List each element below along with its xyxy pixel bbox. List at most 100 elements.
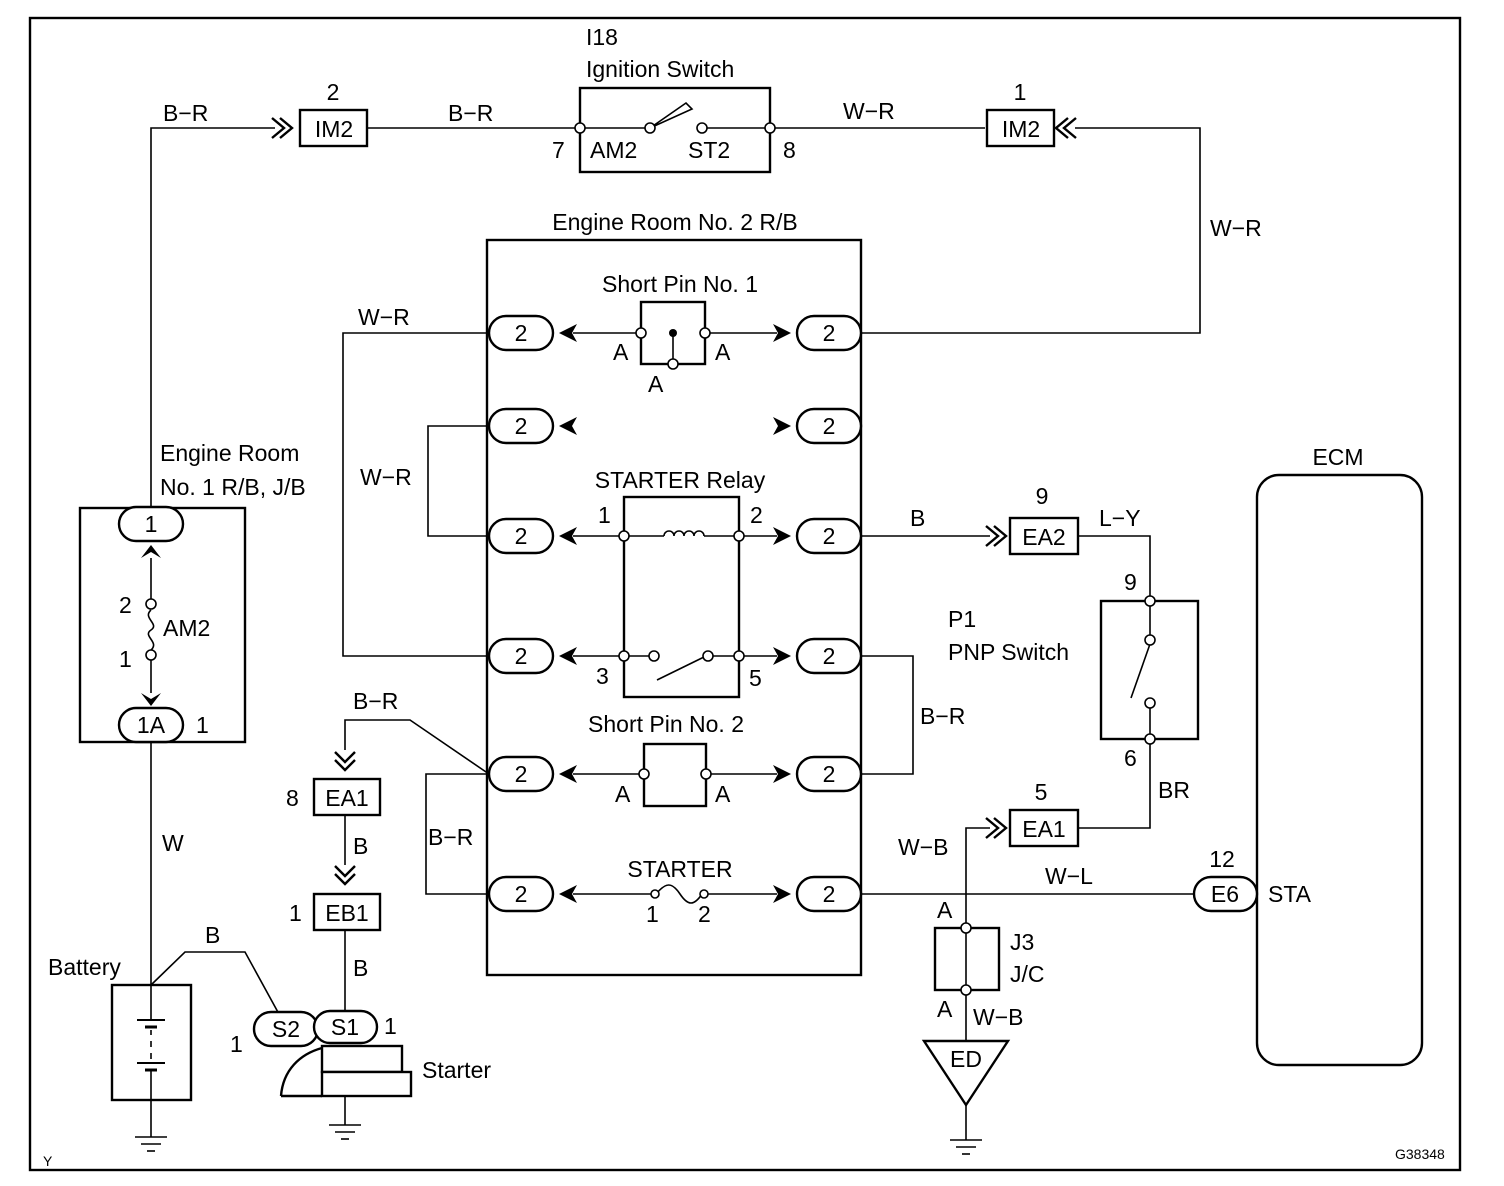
eb1-connector: EB1 1 bbox=[289, 865, 382, 932]
pnp-switch: P1 PNP Switch 9 6 bbox=[948, 569, 1200, 771]
starter-relay-pin2: 2 bbox=[750, 502, 763, 528]
rb2-conn-r5: 2 bbox=[823, 761, 836, 787]
rb1-pin-bottom: 1 bbox=[196, 712, 209, 738]
engine-room-2-title: Engine Room No. 2 R/B bbox=[552, 209, 797, 235]
im2-right-connector: IM2 1 bbox=[985, 79, 1077, 148]
corner-mark: Y bbox=[43, 1153, 53, 1169]
rb2-conn-r2: 2 bbox=[823, 413, 836, 439]
ignition-switch-name: Ignition Switch bbox=[586, 56, 734, 82]
short-pin-1: Short Pin No. 1 A A A bbox=[573, 271, 777, 397]
wire-label-ly: L−Y bbox=[1099, 505, 1141, 531]
figure-id: G38348 bbox=[1395, 1146, 1445, 1162]
short-pin-2: Short Pin No. 2 A A bbox=[573, 711, 777, 808]
rb1-fuse-pin-top: 2 bbox=[119, 592, 132, 618]
starter-fuse-pin2: 2 bbox=[698, 901, 711, 927]
wires bbox=[150, 127, 1201, 1140]
wire-label-br-3: B−R bbox=[920, 703, 965, 729]
starter-s1-pin: 1 bbox=[384, 1013, 397, 1039]
rb2-conn-r1: 2 bbox=[823, 320, 836, 346]
ignition-switch-ref: I18 bbox=[586, 24, 618, 50]
j3-name: J/C bbox=[1010, 961, 1045, 987]
rb1-conn-bottom: 1A bbox=[137, 712, 166, 738]
wire-labels: B−R B−R W−R W−R W−R W−R B L−Y B−R B−R BR… bbox=[162, 98, 1262, 1030]
short-pin-1-a-bottom: A bbox=[648, 371, 664, 397]
short-pin-2-title: Short Pin No. 2 bbox=[588, 711, 744, 737]
short-pin-1-a-right: A bbox=[715, 339, 731, 365]
pnp-pin-bottom: 6 bbox=[1124, 745, 1137, 771]
rb1-title-line1: Engine Room bbox=[160, 440, 299, 466]
ecm-connector: E6 bbox=[1211, 881, 1239, 907]
ea1-right-connector: EA1 5 bbox=[985, 779, 1080, 848]
short-pin-1-title: Short Pin No. 1 bbox=[602, 271, 758, 297]
ecm-terminal: STA bbox=[1268, 881, 1312, 907]
rb1-conn-top: 1 bbox=[145, 511, 158, 537]
wire-label-br-2: B−R bbox=[448, 100, 493, 126]
ea1-right-pin: 5 bbox=[1035, 779, 1048, 805]
starter-fuse-title: STARTER bbox=[627, 856, 732, 882]
ed-label: ED bbox=[950, 1046, 982, 1072]
rb2-connectors: 2 2 2 2 2 2 2 2 2 2 2 2 bbox=[487, 314, 863, 913]
j3-pin-top: A bbox=[937, 897, 953, 923]
wire-label-br-5: B−R bbox=[428, 824, 473, 850]
wire-label-wr-4: W−R bbox=[360, 464, 412, 490]
ea2-connector: EA2 9 bbox=[985, 483, 1080, 556]
ignition-pin-7: 7 bbox=[552, 137, 565, 163]
wire-label-wb-2: W−B bbox=[973, 1004, 1023, 1030]
short-pin-2-a-right: A bbox=[715, 781, 731, 807]
rb2-conn-l5: 2 bbox=[515, 761, 528, 787]
ecm: ECM E6 12 STA bbox=[1192, 444, 1424, 1067]
wire-label-br-1: B−R bbox=[163, 100, 208, 126]
starter: S2 1 S1 1 Starter bbox=[230, 1009, 491, 1140]
ignition-pin-st2: ST2 bbox=[688, 137, 730, 163]
starter-relay-pin1: 1 bbox=[598, 502, 611, 528]
battery-name: Battery bbox=[48, 954, 121, 980]
im2-left-connector: IM2 2 bbox=[271, 79, 369, 148]
wire-label-b-4: B bbox=[353, 955, 368, 981]
rb1-fuse-pin-bottom: 1 bbox=[119, 646, 132, 672]
page-border bbox=[28, 16, 1462, 1172]
rb1-fuse-name: AM2 bbox=[163, 615, 210, 641]
ignition-pin-8: 8 bbox=[783, 137, 796, 163]
starter-relay-title: STARTER Relay bbox=[595, 467, 766, 493]
starter-fuse-pin1: 1 bbox=[646, 901, 659, 927]
ed-ground: ED bbox=[921, 1039, 1011, 1155]
rb2-conn-r3: 2 bbox=[823, 523, 836, 549]
starter-s2-pin: 1 bbox=[230, 1031, 243, 1057]
ea2-pin: 9 bbox=[1036, 483, 1049, 509]
j3-ref: J3 bbox=[1010, 929, 1034, 955]
wire-label-wr-2: W−R bbox=[1210, 215, 1262, 241]
pnp-name: PNP Switch bbox=[948, 639, 1069, 665]
rb2-conn-l3: 2 bbox=[515, 523, 528, 549]
im2-right-label: IM2 bbox=[1002, 116, 1040, 142]
wire-label-wb-1: W−B bbox=[898, 834, 948, 860]
wire-label-brown: BR bbox=[1158, 777, 1190, 803]
wire-label-wl: W−L bbox=[1045, 863, 1093, 889]
im2-right-pin: 1 bbox=[1014, 79, 1027, 105]
starter-s2: S2 bbox=[272, 1016, 300, 1042]
battery: Battery bbox=[48, 954, 193, 1152]
ea1-left-label: EA1 bbox=[325, 785, 368, 811]
wire-label-b-1: B bbox=[910, 505, 925, 531]
short-pin-2-a-left: A bbox=[615, 781, 631, 807]
wire-label-b-2: B bbox=[353, 833, 368, 859]
ignition-switch: I18 Ignition Switch AM2 ST2 7 8 bbox=[552, 24, 796, 174]
wire-label-w: W bbox=[162, 830, 184, 856]
engine-room-1-rb-jb: 1 1A 1 AM2 2 1 Engine Room No. 1 R/B, J/… bbox=[78, 440, 306, 744]
starter-relay-pin3: 3 bbox=[596, 663, 609, 689]
j3-junction: J3 J/C A A bbox=[933, 897, 1045, 1022]
starter-relay: STARTER Relay 1 2 3 5 bbox=[573, 467, 777, 699]
j3-pin-bottom: A bbox=[937, 996, 953, 1022]
eb1-pin: 1 bbox=[289, 900, 302, 926]
starter-name: Starter bbox=[422, 1057, 491, 1083]
ecm-pin: 12 bbox=[1209, 846, 1235, 872]
rb2-conn-l1: 2 bbox=[515, 320, 528, 346]
rb2-conn-l4: 2 bbox=[515, 643, 528, 669]
ea1-left-pin: 8 bbox=[286, 785, 299, 811]
im2-left-label: IM2 bbox=[315, 116, 353, 142]
ignition-pin-am2: AM2 bbox=[590, 137, 637, 163]
rb2-conn-l6: 2 bbox=[515, 881, 528, 907]
wire-label-br-4: B−R bbox=[353, 688, 398, 714]
ecm-title: ECM bbox=[1312, 444, 1363, 470]
ea1-right-label: EA1 bbox=[1022, 816, 1065, 842]
